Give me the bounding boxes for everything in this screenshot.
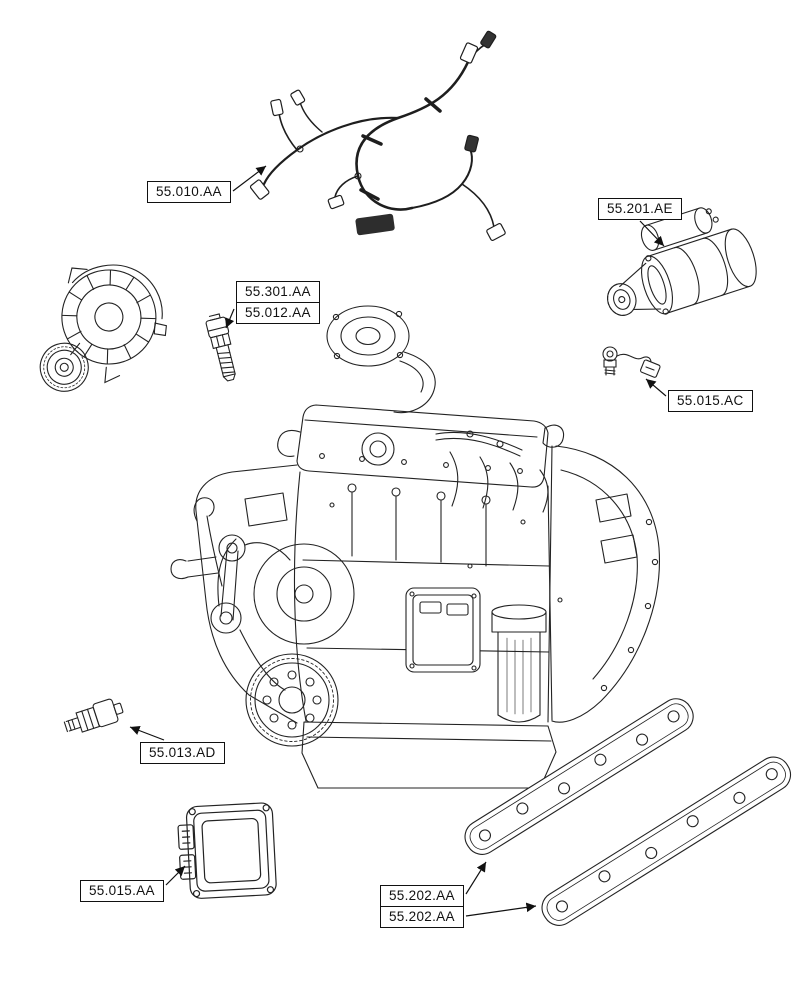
gasket-upper-drawing [464,698,694,855]
alternator-drawing [39,264,167,392]
callout-wiring-harness[interactable]: 55.010.AA [147,181,231,204]
callout-gasket-lower[interactable]: 55.202.AA [380,905,464,928]
callout-sensor-pigtail[interactable]: 55.015.AC [668,390,753,413]
callout-temperature-sensor[interactable]: 55.012.AA [236,301,320,324]
callout-pressure-switch[interactable]: 55.013.AD [140,742,225,765]
callout-alternator[interactable]: 55.301.AA [236,281,320,304]
callout-stack-gaskets: 55.202.AA 55.202.AA [380,885,464,928]
pressure-switch-drawing [63,698,124,733]
callout-gasket-upper[interactable]: 55.202.AA [380,885,464,908]
gasket-lower-drawing [541,756,792,926]
engine-assembly-drawing [170,305,660,789]
wiring-harness-drawing [249,30,506,241]
starter-motor-drawing [607,207,757,316]
coolant-temperature-sensor-drawing [205,313,236,382]
callout-stack-alternator-sensor: 55.301.AA 55.012.AA [236,281,320,324]
callout-starter-motor[interactable]: 55.201.AE [598,198,682,221]
ecu-drawing [177,802,277,899]
callout-ecu[interactable]: 55.015.AA [80,880,164,903]
sensor-pigtail-drawing [602,346,661,378]
leader-lines [129,165,667,917]
